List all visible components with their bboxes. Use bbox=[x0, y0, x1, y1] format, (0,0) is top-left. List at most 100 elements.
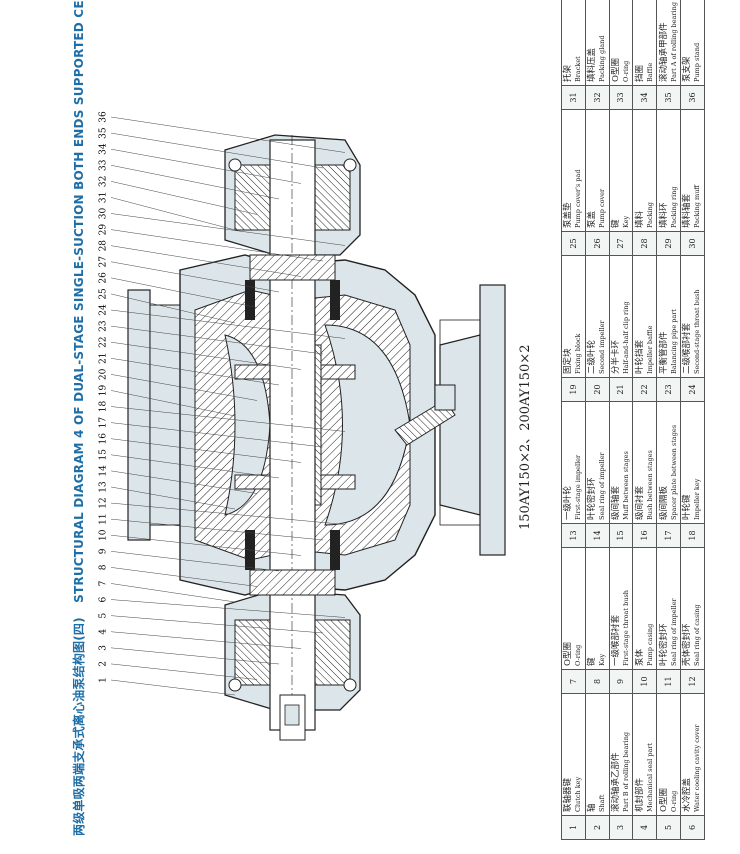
callout-number: 1 bbox=[99, 677, 109, 683]
leader-line bbox=[110, 309, 346, 339]
part-name-cn: 叶轮密封环 bbox=[587, 477, 598, 520]
part-number: 7 bbox=[561, 669, 586, 694]
leader-line bbox=[110, 486, 236, 510]
part-number: 32 bbox=[585, 85, 610, 110]
part-name-cn: 联轴器键 bbox=[563, 777, 574, 812]
part-name-en: Impeller baffle bbox=[645, 325, 654, 375]
part-name-en: Packing muff bbox=[693, 185, 702, 228]
title-cn: 两级单吸两端支承式离心油泵结构图(四) bbox=[72, 617, 86, 836]
part-number: 18 bbox=[680, 523, 705, 548]
part-number: 23 bbox=[656, 377, 681, 402]
part-name-en: O-ring bbox=[669, 790, 678, 812]
model-caption: 150AY150×2、200AY150×2 bbox=[518, 344, 533, 530]
part-name-en: Mechanical seal part bbox=[645, 742, 654, 812]
part-name-en: Pump stand bbox=[693, 42, 702, 82]
leader-line bbox=[110, 647, 280, 665]
part-name-cn: 填料 bbox=[634, 210, 645, 228]
leader-line bbox=[110, 551, 280, 572]
callout-number: 26 bbox=[99, 272, 109, 284]
leader-line bbox=[110, 148, 302, 184]
leader-line bbox=[110, 599, 346, 618]
balancing-pipe bbox=[394, 384, 456, 446]
part-number: 5 bbox=[656, 815, 681, 840]
part-number: 29 bbox=[656, 231, 681, 256]
part-number: 6 bbox=[680, 815, 705, 840]
part-name-cn: 级间隔板 bbox=[658, 485, 669, 520]
part-name-en: Packing bbox=[645, 202, 654, 228]
part-name-en: Impeller key bbox=[693, 478, 702, 520]
part-name-cn: 水冷腔盖 bbox=[682, 777, 693, 812]
part-name-cn: 填料轴套 bbox=[682, 193, 693, 228]
leader-line bbox=[110, 502, 346, 525]
part-name-en: Second impeller bbox=[598, 320, 607, 374]
callout-number: 13 bbox=[99, 481, 109, 493]
part-name-en: Pump casing bbox=[645, 623, 654, 666]
part-number: 17 bbox=[656, 523, 681, 548]
part-name-en: Balancing pipe part bbox=[669, 309, 678, 374]
part-name-cn: 键 bbox=[610, 219, 621, 228]
callout-number: 32 bbox=[99, 176, 109, 187]
part-name-cn: 填料环 bbox=[658, 202, 669, 228]
callout-number: 5 bbox=[99, 613, 109, 619]
callout-number: 2 bbox=[99, 661, 109, 667]
part-name-en: Seal ring of impeller bbox=[598, 452, 607, 520]
callout-number: 8 bbox=[99, 564, 109, 570]
part-name-en: Shaft bbox=[598, 794, 607, 812]
callout-number: 15 bbox=[99, 449, 109, 461]
leader-line bbox=[110, 165, 280, 200]
callout-number: 35 bbox=[99, 127, 109, 139]
part-name-cn: 滚动轴承甲部件 bbox=[658, 22, 669, 82]
callout-number: 27 bbox=[99, 256, 109, 268]
part-name-cn: O型圈 bbox=[563, 642, 574, 666]
part-name-en: Bush between stages bbox=[645, 450, 654, 520]
callout-number: 24 bbox=[99, 304, 109, 316]
part-name-en: Part B of rolling bearing bbox=[621, 731, 630, 812]
part-number: 20 bbox=[585, 377, 610, 402]
part-number: 33 bbox=[609, 85, 633, 110]
leader-line bbox=[110, 631, 302, 649]
part-number: 24 bbox=[680, 377, 705, 402]
part-number: 30 bbox=[680, 231, 705, 256]
callout-number: 3 bbox=[99, 645, 109, 651]
callout-number: 33 bbox=[99, 159, 109, 171]
left-foot bbox=[127, 289, 181, 541]
part-number: 26 bbox=[585, 231, 610, 256]
bearing-housing-top bbox=[224, 134, 361, 256]
part-name-cn: 填料压盖 bbox=[587, 47, 598, 82]
part-name-en: Baffle bbox=[645, 62, 654, 82]
leader-line bbox=[110, 197, 236, 231]
part-name-en: Water cooling cavity cover bbox=[693, 724, 702, 812]
leader-line bbox=[110, 534, 302, 556]
callout-number: 10 bbox=[99, 529, 109, 541]
part-number: 9 bbox=[609, 669, 633, 694]
part-name-cn: 泵支架 bbox=[682, 56, 693, 82]
part-name-cn: 泵盖垫 bbox=[563, 202, 574, 228]
part-number: 13 bbox=[561, 523, 586, 548]
part-number: 35 bbox=[656, 85, 681, 110]
callout-number: 4 bbox=[99, 629, 109, 635]
part-name-cn: 叶轮密封环 bbox=[658, 623, 669, 666]
callout-number: 28 bbox=[99, 240, 109, 252]
